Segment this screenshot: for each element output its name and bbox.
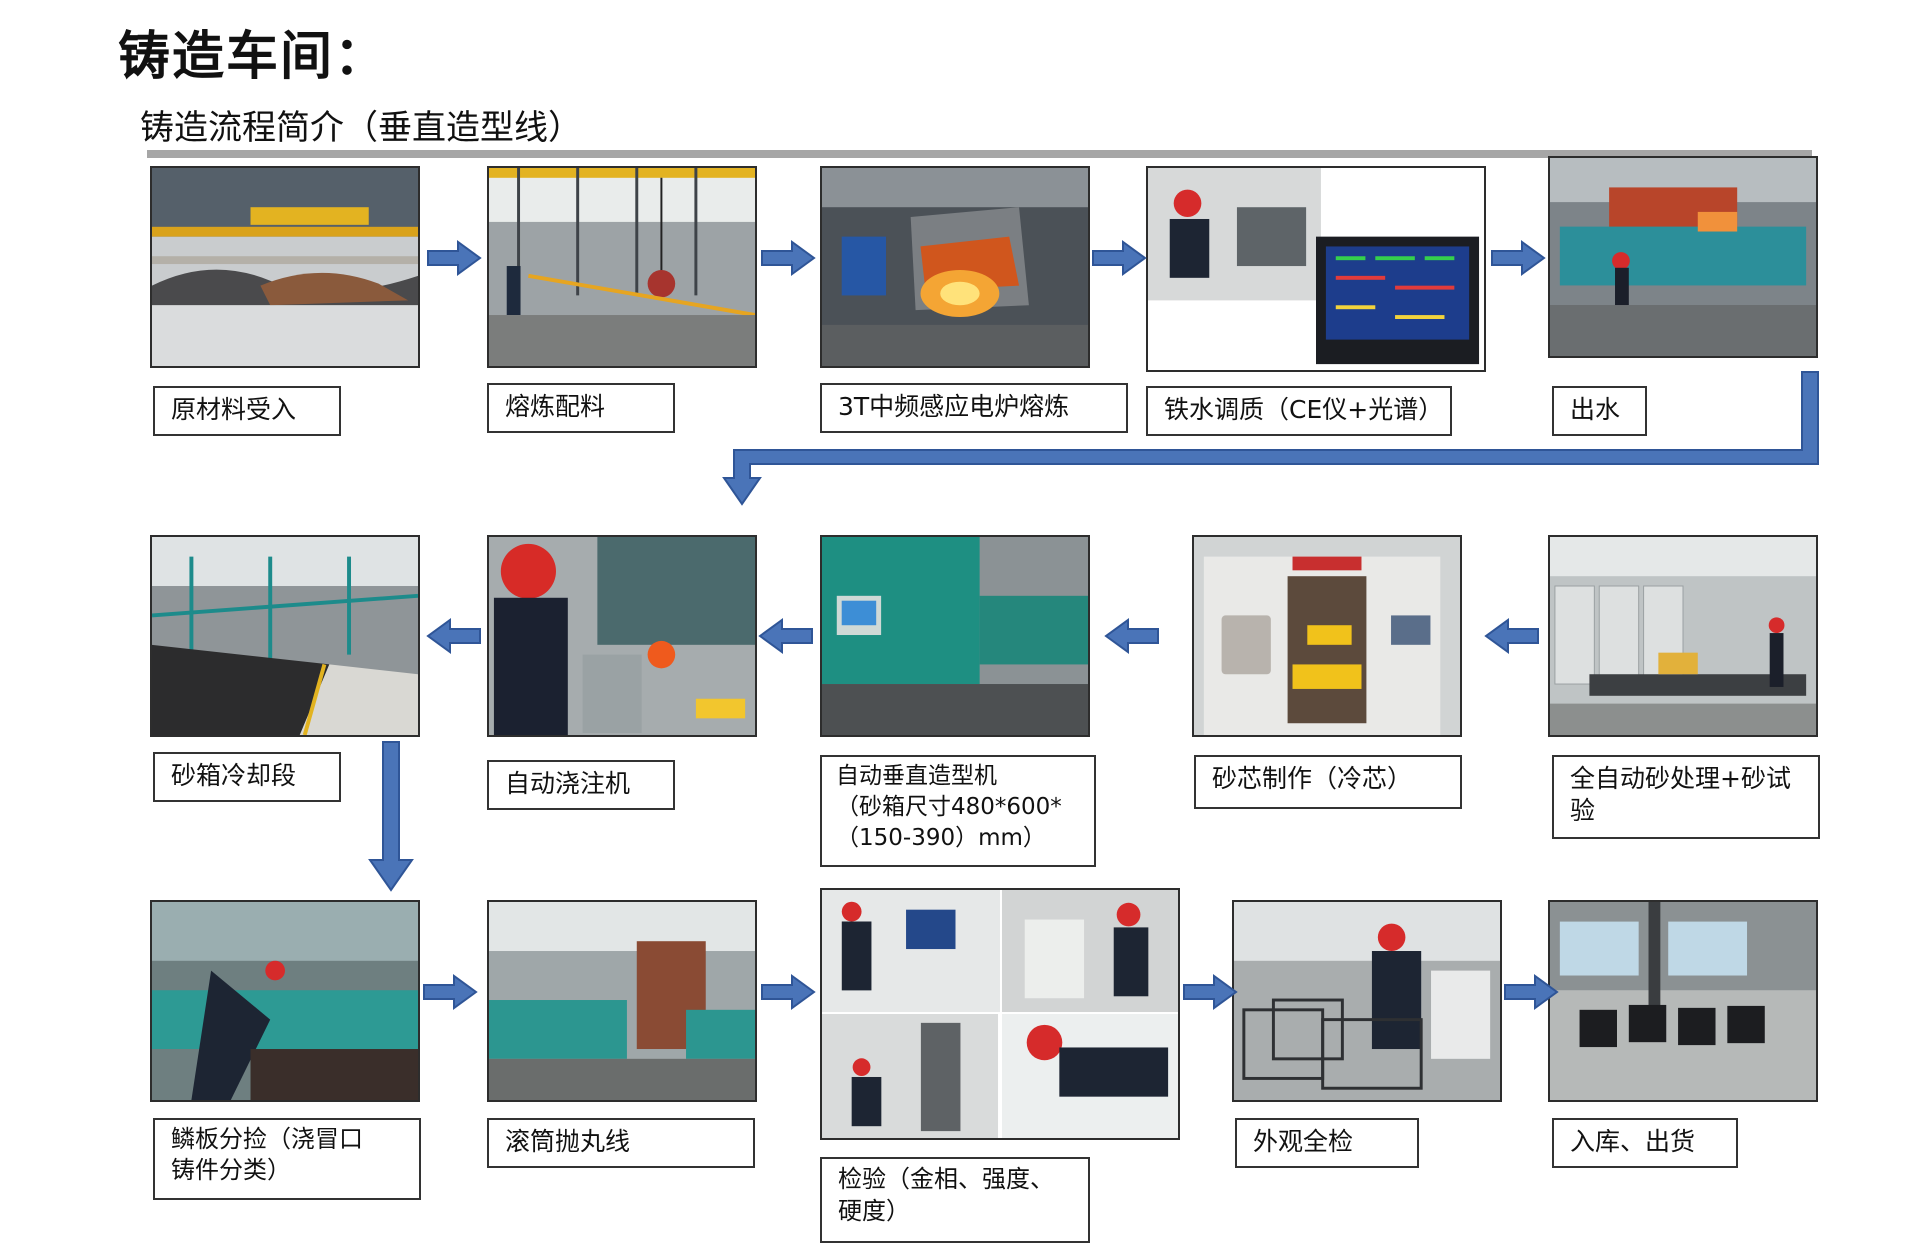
arrow-left-6-7 [1105, 619, 1159, 653]
step-label-shot-blasting: 滚筒抛丸线 [487, 1118, 755, 1168]
photo-shot-blasting [487, 900, 757, 1102]
photo-sand-processing [1548, 535, 1818, 737]
photo-tapping [1548, 156, 1818, 358]
arrow-right-12-13 [761, 975, 815, 1009]
step-label-melt-batching: 熔炼配料 [487, 383, 675, 433]
step-label-auto-pouring: 自动浇注机 [487, 760, 675, 810]
photo-raw-material [150, 166, 420, 368]
step-label-inspection: 检验（金相、强度、 硬度） [820, 1157, 1090, 1243]
step-label-induction-melting: 3T中频感应电炉熔炼 [820, 383, 1128, 433]
step-label-warehouse-shipping: 入库、出货 [1552, 1118, 1738, 1168]
step-label-shakeout-sorting: 鳞板分捡（浇冒口 铸件分类） [153, 1118, 421, 1200]
photo-vertical-molding [820, 535, 1090, 737]
arrow-right-13-14 [1183, 975, 1237, 1009]
page-title: 铸造车间： [118, 27, 389, 87]
photo-warehouse-shipping [1548, 900, 1818, 1102]
arrow-right-14-15 [1504, 975, 1558, 1009]
step-label-tapping: 出水 [1552, 386, 1647, 436]
photo-iron-conditioning [1146, 166, 1486, 372]
step-label-visual-inspection: 外观全检 [1235, 1118, 1419, 1168]
step-label-sand-processing: 全自动砂处理+砂试验 [1552, 755, 1820, 839]
arrow-right-4-5 [1491, 241, 1545, 275]
arrow-left-8-9 [427, 619, 481, 653]
photo-visual-inspection [1232, 900, 1502, 1102]
photo-core-making [1192, 535, 1462, 737]
arrow-right-11-12 [423, 975, 477, 1009]
step-label-iron-conditioning: 铁水调质（CE仪+光谱） [1146, 386, 1452, 436]
step-label-flask-cooling: 砂箱冷却段 [153, 752, 341, 802]
photo-inspection [820, 888, 1180, 1140]
arrow-return-row1-row2 [722, 371, 1819, 506]
step-label-core-making: 砂芯制作（冷芯） [1194, 755, 1462, 809]
step-label-raw-material: 原材料受入 [153, 386, 341, 436]
arrow-left-5-6 [1485, 619, 1539, 653]
photo-melt-batching [487, 166, 757, 368]
photo-flask-cooling [150, 535, 420, 737]
header-divider [147, 150, 1812, 158]
page-subtitle: 铸造流程简介（垂直造型线） [140, 108, 582, 148]
arrow-right-3-4 [1092, 241, 1146, 275]
arrow-left-7-8 [759, 619, 813, 653]
photo-auto-pouring [487, 535, 757, 737]
photo-shakeout-sorting [150, 900, 420, 1102]
arrow-down-row2-row3 [368, 741, 414, 892]
arrow-right-1-2 [427, 241, 481, 275]
step-label-vertical-molding: 自动垂直造型机 （砂箱尺寸480*600* （150-390）mm） [820, 755, 1096, 867]
photo-induction-melting [820, 166, 1090, 368]
arrow-right-2-3 [761, 241, 815, 275]
